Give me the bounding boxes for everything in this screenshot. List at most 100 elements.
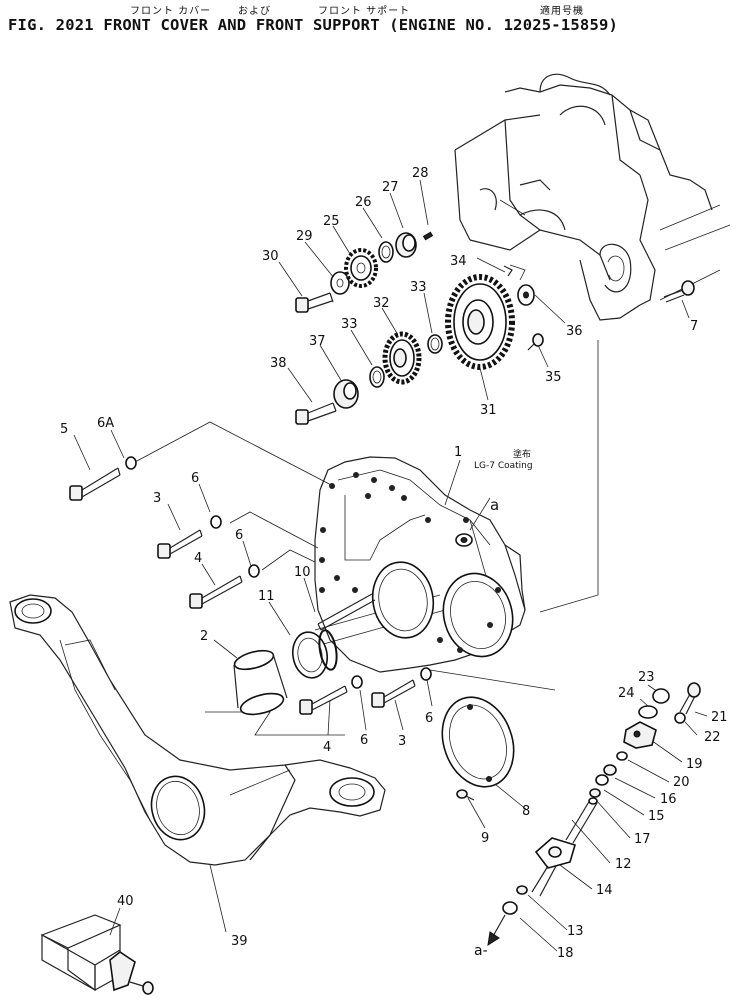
bolt-21 [679, 682, 701, 715]
pin-28 [422, 231, 434, 241]
ring-33 [427, 334, 443, 354]
label-32: 32 [373, 296, 390, 311]
label-10: 10 [294, 565, 311, 580]
label-30: 30 [262, 249, 279, 264]
label-18: 18 [557, 946, 574, 961]
washer-6-a [210, 515, 222, 529]
label-33: 33 [410, 280, 427, 295]
washer-6-b [248, 564, 260, 578]
label-27: 27 [382, 180, 399, 195]
hub-27 [395, 232, 417, 258]
label-6d: 6 [425, 711, 433, 726]
bolt-38 [295, 402, 337, 425]
label-9: 9 [481, 831, 489, 846]
label-25: 25 [323, 214, 340, 229]
elbow-19 [623, 721, 657, 749]
label-36: 36 [566, 324, 583, 339]
washer-6A [125, 456, 137, 470]
label-6: 6 [191, 471, 199, 486]
bracket-40 [40, 914, 154, 995]
figure-title: FIG. 2021 FRONT COVER AND FRONT SUPPORT … [8, 16, 619, 34]
label-6c: 6 [360, 733, 368, 748]
coating-note-jp: 塗布 [513, 448, 531, 460]
washer-16 [603, 764, 617, 776]
front-cover-1 [314, 456, 526, 673]
label-26: 26 [355, 195, 372, 210]
bolt-3b [371, 679, 416, 708]
bolt-3 [157, 529, 203, 559]
washer-6-c [351, 675, 363, 689]
jp-applicable-models: 適用号機 [540, 6, 584, 17]
label-13: 13 [567, 924, 584, 939]
washer-22 [674, 712, 686, 724]
screw-35 [527, 333, 544, 351]
label-11: 11 [258, 589, 275, 604]
pipe-12 [565, 797, 598, 844]
label-40: 40 [117, 894, 134, 909]
label-19: 19 [686, 757, 703, 772]
gear-32 [382, 331, 422, 385]
label-35: 35 [545, 370, 562, 385]
label-38: 38 [270, 356, 287, 371]
bolt-4b [299, 685, 348, 715]
bolt-7 [663, 280, 695, 303]
label-28: 28 [412, 166, 429, 181]
washer-6-d [420, 667, 432, 681]
hub-37 [333, 379, 359, 409]
label-4b: 4 [323, 740, 331, 755]
label-1: 1 [454, 445, 462, 460]
label-5: 5 [60, 422, 68, 437]
seal-11 [291, 629, 338, 679]
flange-14 [531, 837, 576, 897]
label-33b: 33 [341, 317, 358, 332]
gasket-20 [616, 751, 628, 761]
label-29: 29 [296, 229, 313, 244]
label-6A: 6A [97, 416, 114, 431]
label-21: 21 [711, 710, 728, 725]
pin-10 [317, 593, 376, 631]
ref-a-bottom: a- [474, 943, 488, 959]
screw-9 [456, 789, 475, 801]
ring-33b [369, 366, 385, 388]
arrow-a [491, 914, 506, 939]
label-6b: 6 [235, 528, 243, 543]
label-17: 17 [634, 832, 651, 847]
washer-24 [638, 705, 658, 719]
label-12: 12 [615, 857, 632, 872]
gear-31 [445, 274, 515, 370]
clip-34 [503, 265, 513, 277]
label-4: 4 [194, 551, 202, 566]
jp-front-cover: フロント カバー [130, 6, 212, 17]
label-39: 39 [231, 934, 248, 949]
gear-train [295, 231, 695, 425]
label-16: 16 [660, 792, 677, 807]
washer-17 [589, 788, 601, 798]
label-14: 14 [596, 883, 613, 898]
right-stack [487, 682, 701, 947]
nut-15 [595, 774, 609, 786]
label-7: 7 [690, 319, 698, 334]
label-23: 23 [638, 670, 655, 685]
bolt-5 [69, 467, 121, 501]
label-3b: 3 [398, 734, 406, 749]
part-labels: 1 2 3 3 4 4 5 6A 6 6 6 6 7 8 9 10 11 12 … [60, 166, 728, 961]
label-22: 22 [704, 730, 721, 745]
front-support-39 [9, 594, 386, 866]
leader-lines [73, 179, 708, 952]
ring-18 [502, 901, 518, 915]
jp-front-support: フロント サポート [318, 6, 411, 17]
bolt-30 [295, 292, 334, 313]
label-8: 8 [522, 804, 530, 819]
bolt-4 [189, 575, 243, 609]
ring-26 [378, 241, 394, 263]
label-37: 37 [309, 334, 326, 349]
coating-note-en: LG-7 Coating [474, 461, 533, 471]
washer-13 [516, 885, 528, 895]
label-15: 15 [648, 809, 665, 824]
engine-block [454, 73, 731, 321]
label-2: 2 [200, 629, 208, 644]
gear-25 [344, 248, 378, 288]
gasket-8 [441, 696, 515, 788]
label-3: 3 [153, 491, 161, 506]
